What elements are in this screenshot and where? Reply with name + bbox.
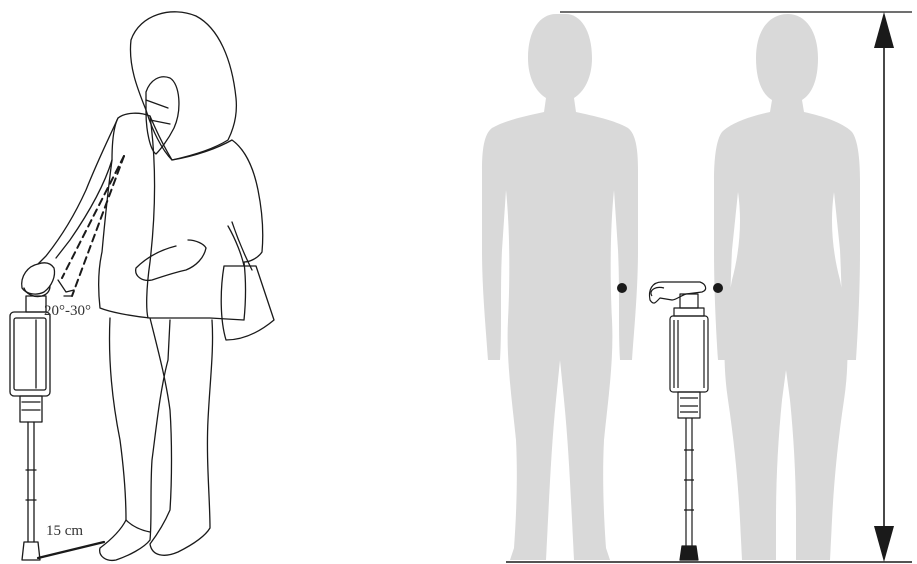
cane-left <box>10 286 50 560</box>
male-silhouette <box>482 14 638 560</box>
distance-label: 15 cm <box>46 523 83 539</box>
angle-arrows <box>58 280 74 296</box>
wrist-marker-male <box>617 283 627 293</box>
female-silhouette <box>714 14 860 560</box>
cane-right <box>650 282 709 560</box>
height-arrow <box>874 12 894 562</box>
wrist-marker-female <box>713 283 723 293</box>
woman-figure <box>22 12 274 561</box>
right-panel <box>482 12 912 562</box>
left-panel <box>10 12 274 561</box>
angle-label: 20°-30° <box>44 303 91 319</box>
distance-line <box>38 542 104 558</box>
arm-angle-guides <box>62 156 124 296</box>
